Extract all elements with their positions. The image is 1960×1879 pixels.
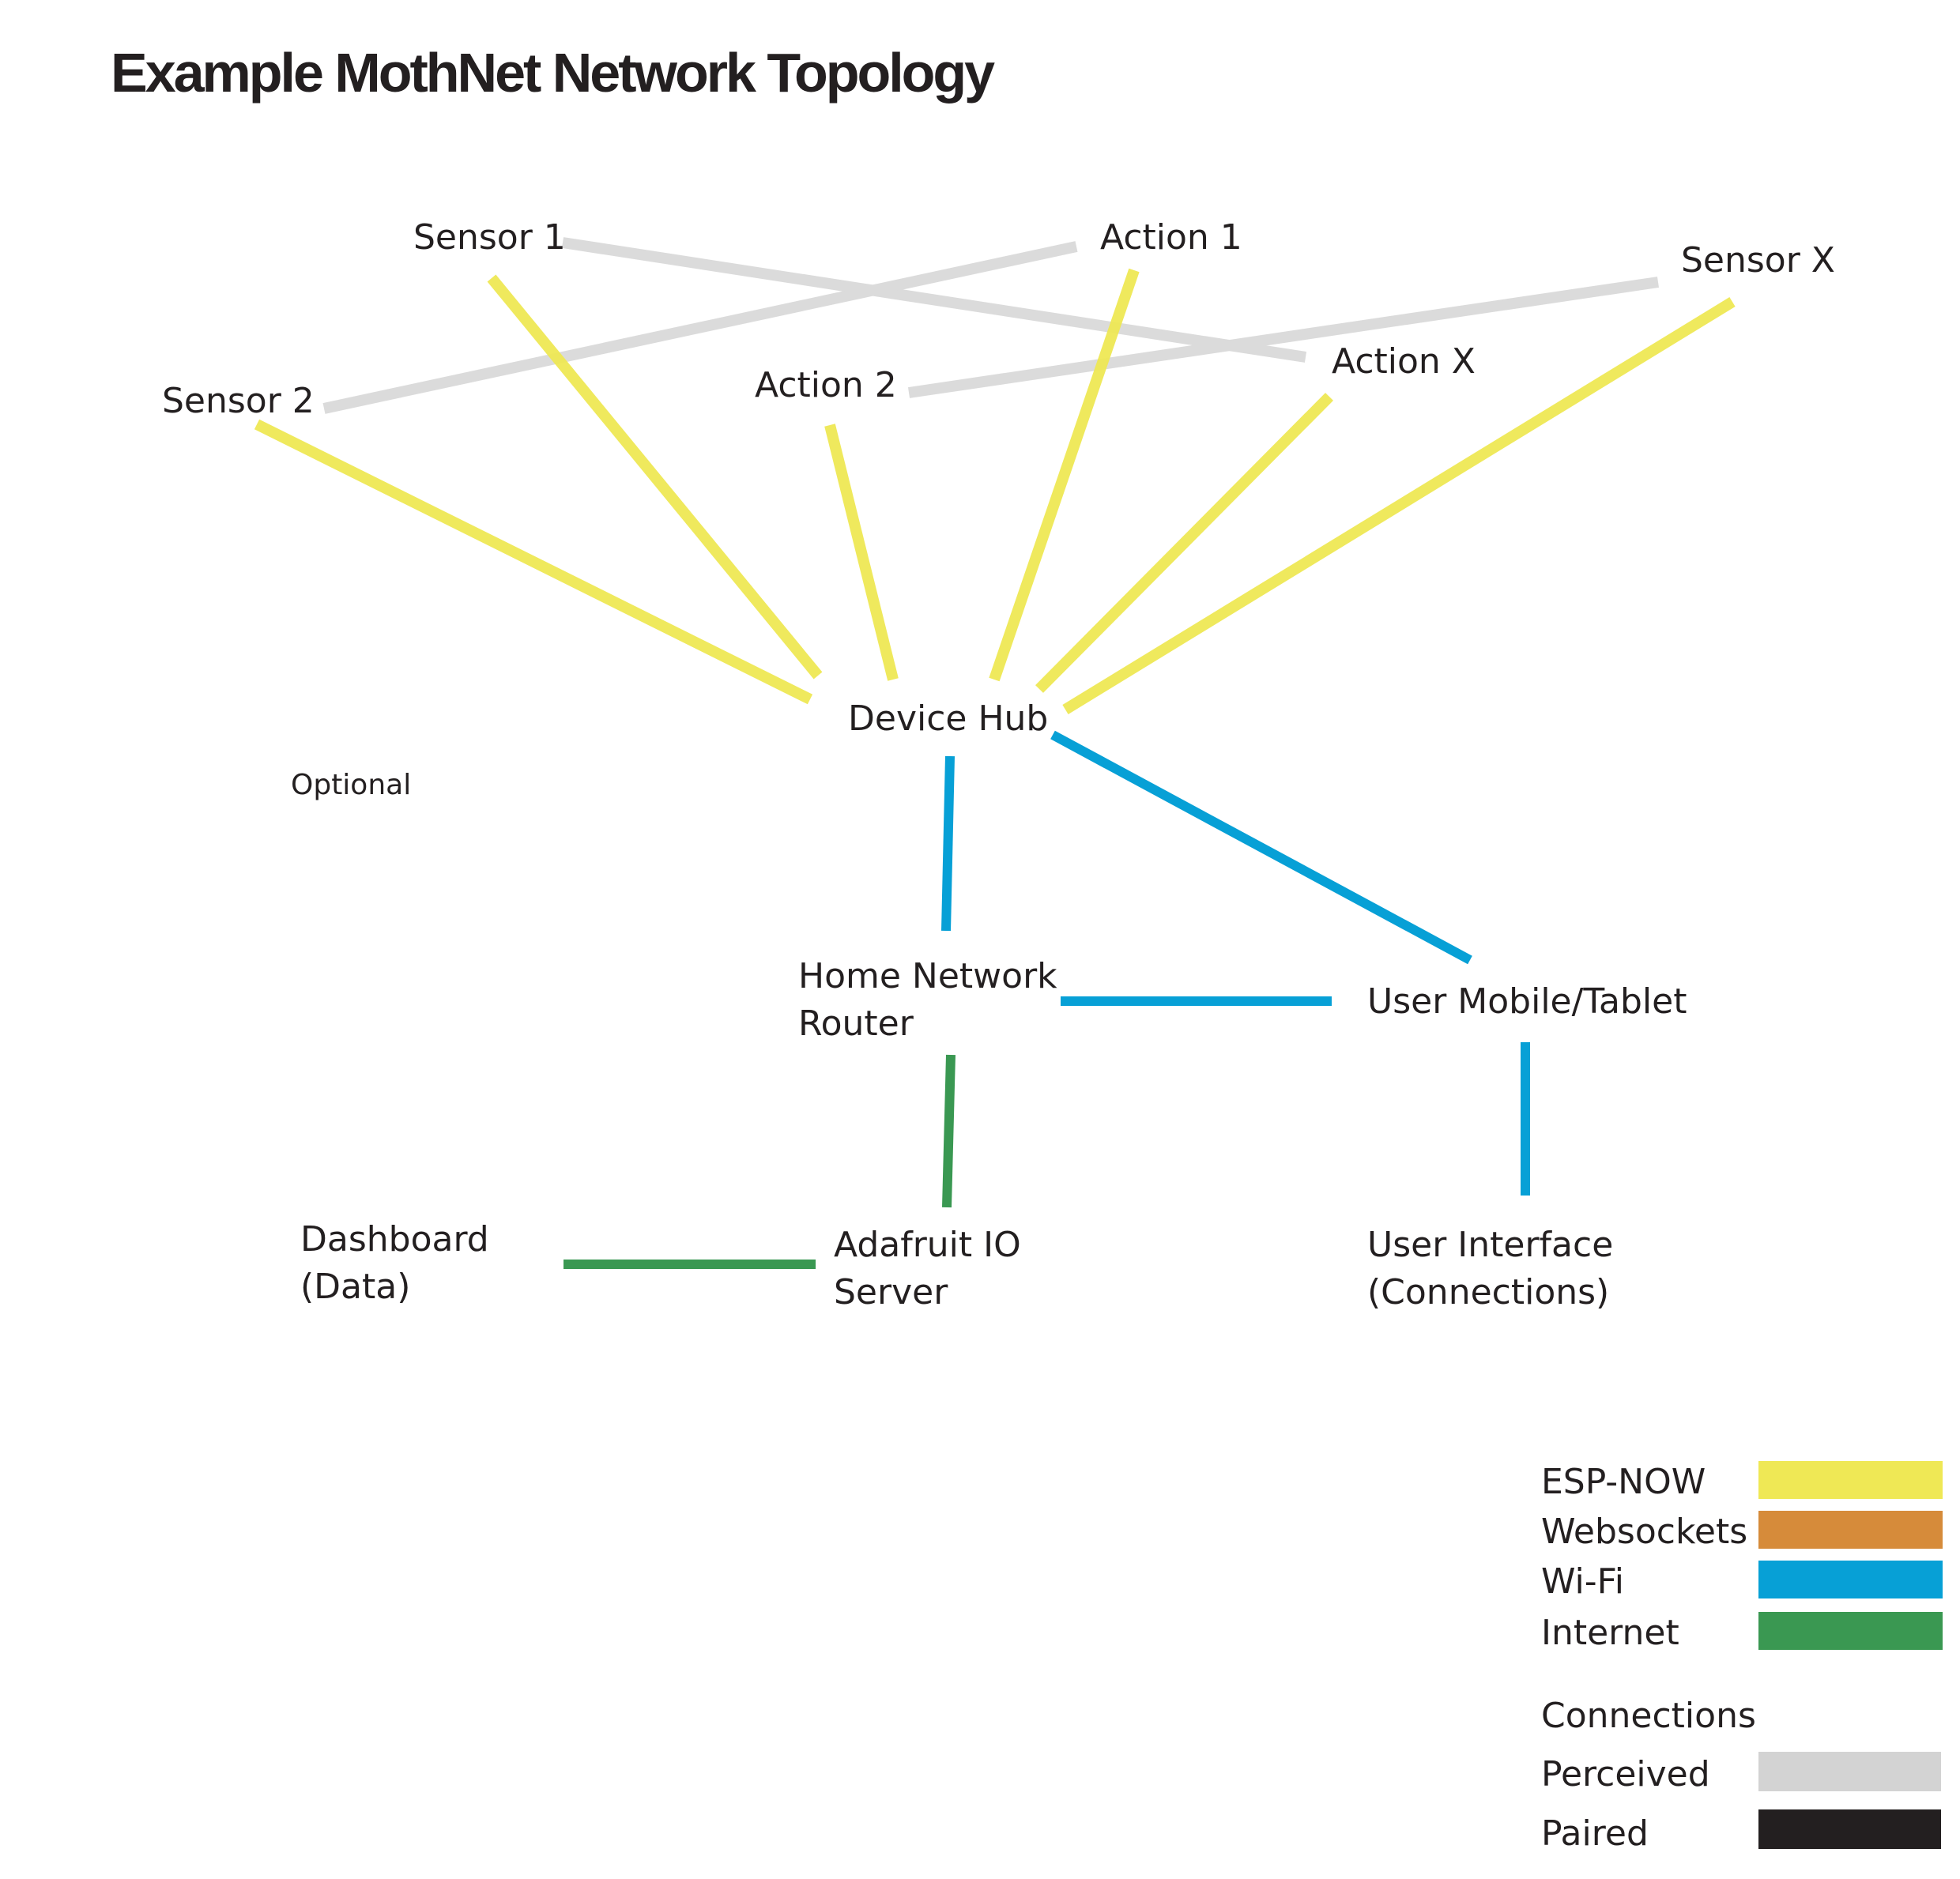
edge-sensor1-actionx — [561, 237, 1307, 363]
legend-label-wifi: Wi-Fi — [1541, 1561, 1624, 1602]
wifi-connections — [941, 730, 1530, 1196]
legend: ESP-NOW Websockets Wi-Fi Internet Connec… — [1541, 1461, 1943, 1854]
node-dashboard-line2: (Data) — [300, 1267, 410, 1307]
edge-actionx-hub — [1035, 393, 1333, 693]
internet-connections — [564, 1054, 956, 1269]
legend-label-paired: Paired — [1541, 1813, 1649, 1854]
edge-sensor1-hub — [487, 274, 823, 680]
legend-label-esp-now: ESP-NOW — [1541, 1462, 1706, 1502]
legend-swatch-internet — [1758, 1612, 1943, 1650]
legend-connections-heading: Connections — [1541, 1696, 1756, 1736]
node-sensor-x: Sensor X — [1681, 240, 1835, 281]
edge-action2-sensorx — [907, 277, 1660, 398]
legend-swatch-perceived — [1758, 1752, 1941, 1791]
node-home-router: Home Network Router — [798, 956, 1069, 1044]
diagram-title: Example MothNet Network Topology — [111, 42, 995, 104]
edge-router-adafruit — [942, 1054, 956, 1208]
node-user-interface-line1: User Interface — [1367, 1225, 1613, 1265]
legend-swatch-websockets — [1758, 1511, 1943, 1549]
node-sensor-1: Sensor 1 — [413, 217, 566, 258]
node-user-mobile: User Mobile/Tablet — [1367, 981, 1687, 1022]
node-home-router-line1: Home Network — [798, 956, 1057, 996]
node-action-x: Action X — [1332, 341, 1476, 382]
legend-label-websockets: Websockets — [1541, 1512, 1747, 1552]
legend-swatch-esp-now — [1758, 1461, 1943, 1499]
perceived-connections — [322, 237, 1660, 414]
node-dashboard-line1: Dashboard — [300, 1219, 489, 1260]
legend-label-internet: Internet — [1541, 1613, 1679, 1653]
node-user-interface-line2: (Connections) — [1367, 1272, 1609, 1312]
legend-swatch-paired — [1758, 1809, 1941, 1849]
edge-hub-router — [941, 755, 955, 932]
edge-sensor2-hub — [254, 419, 813, 705]
node-sensor-2: Sensor 2 — [162, 381, 315, 421]
edge-hub-mobile — [1050, 730, 1472, 965]
node-home-router-line2: Router — [798, 1004, 914, 1044]
node-user-interface: User Interface (Connections) — [1367, 1225, 1624, 1312]
legend-swatch-wifi — [1758, 1561, 1943, 1598]
node-adafruit-io-line2: Server — [834, 1272, 948, 1312]
edge-action1-hub — [989, 268, 1140, 682]
legend-label-perceived: Perceived — [1541, 1754, 1710, 1794]
node-labels: Sensor 1 Action 1 Sensor X Sensor 2 Acti… — [162, 217, 1835, 1312]
esp-now-connections — [254, 268, 1736, 714]
edge-sensor2-action1 — [322, 241, 1078, 414]
optional-note: Optional — [291, 769, 411, 801]
node-action-2: Action 2 — [755, 365, 897, 405]
node-dashboard: Dashboard (Data) — [300, 1219, 500, 1307]
edge-action2-hub — [824, 424, 899, 681]
node-action-1: Action 1 — [1100, 217, 1242, 258]
node-device-hub: Device Hub — [848, 699, 1048, 739]
edge-sensorx-hub — [1062, 297, 1736, 714]
node-adafruit-io-line1: Adafruit IO — [834, 1225, 1021, 1265]
node-adafruit-io: Adafruit IO Server — [834, 1225, 1032, 1312]
